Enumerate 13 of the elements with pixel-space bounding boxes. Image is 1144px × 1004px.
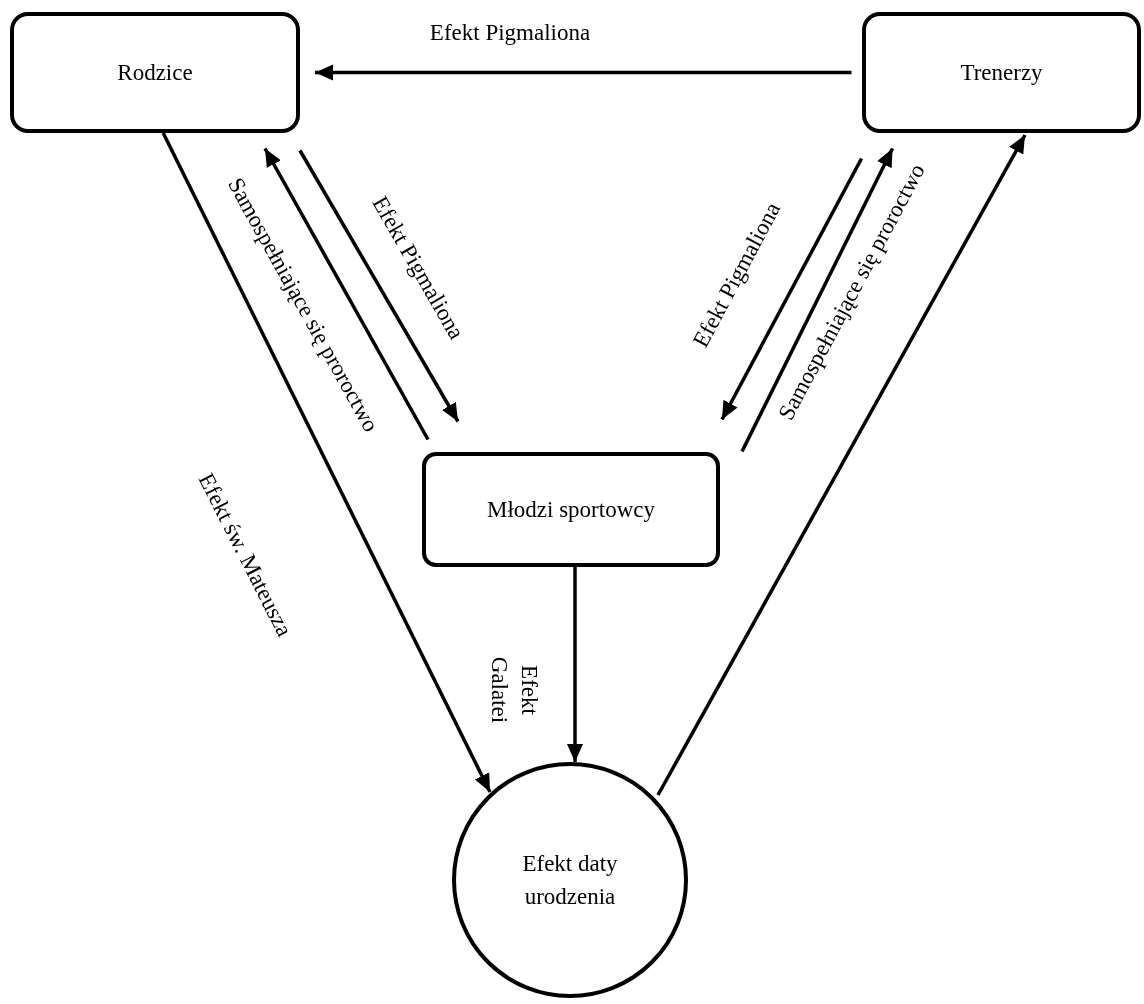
arrow	[298, 149, 460, 423]
edge-label: Efekt Pigmaliona	[429, 19, 591, 48]
rounded-box: Rodzice	[10, 12, 300, 133]
edge-label: Efekt Galatei	[486, 655, 543, 726]
arrow	[720, 157, 864, 421]
rounded-box: Trenerzy	[862, 12, 1141, 133]
arrow	[567, 567, 583, 763]
arrow	[315, 64, 852, 81]
rounded-box: Młodzi sportowcy	[422, 452, 720, 567]
arrow	[161, 132, 492, 793]
arrow	[263, 147, 430, 441]
arrow	[656, 134, 1027, 796]
arrow	[740, 147, 895, 453]
